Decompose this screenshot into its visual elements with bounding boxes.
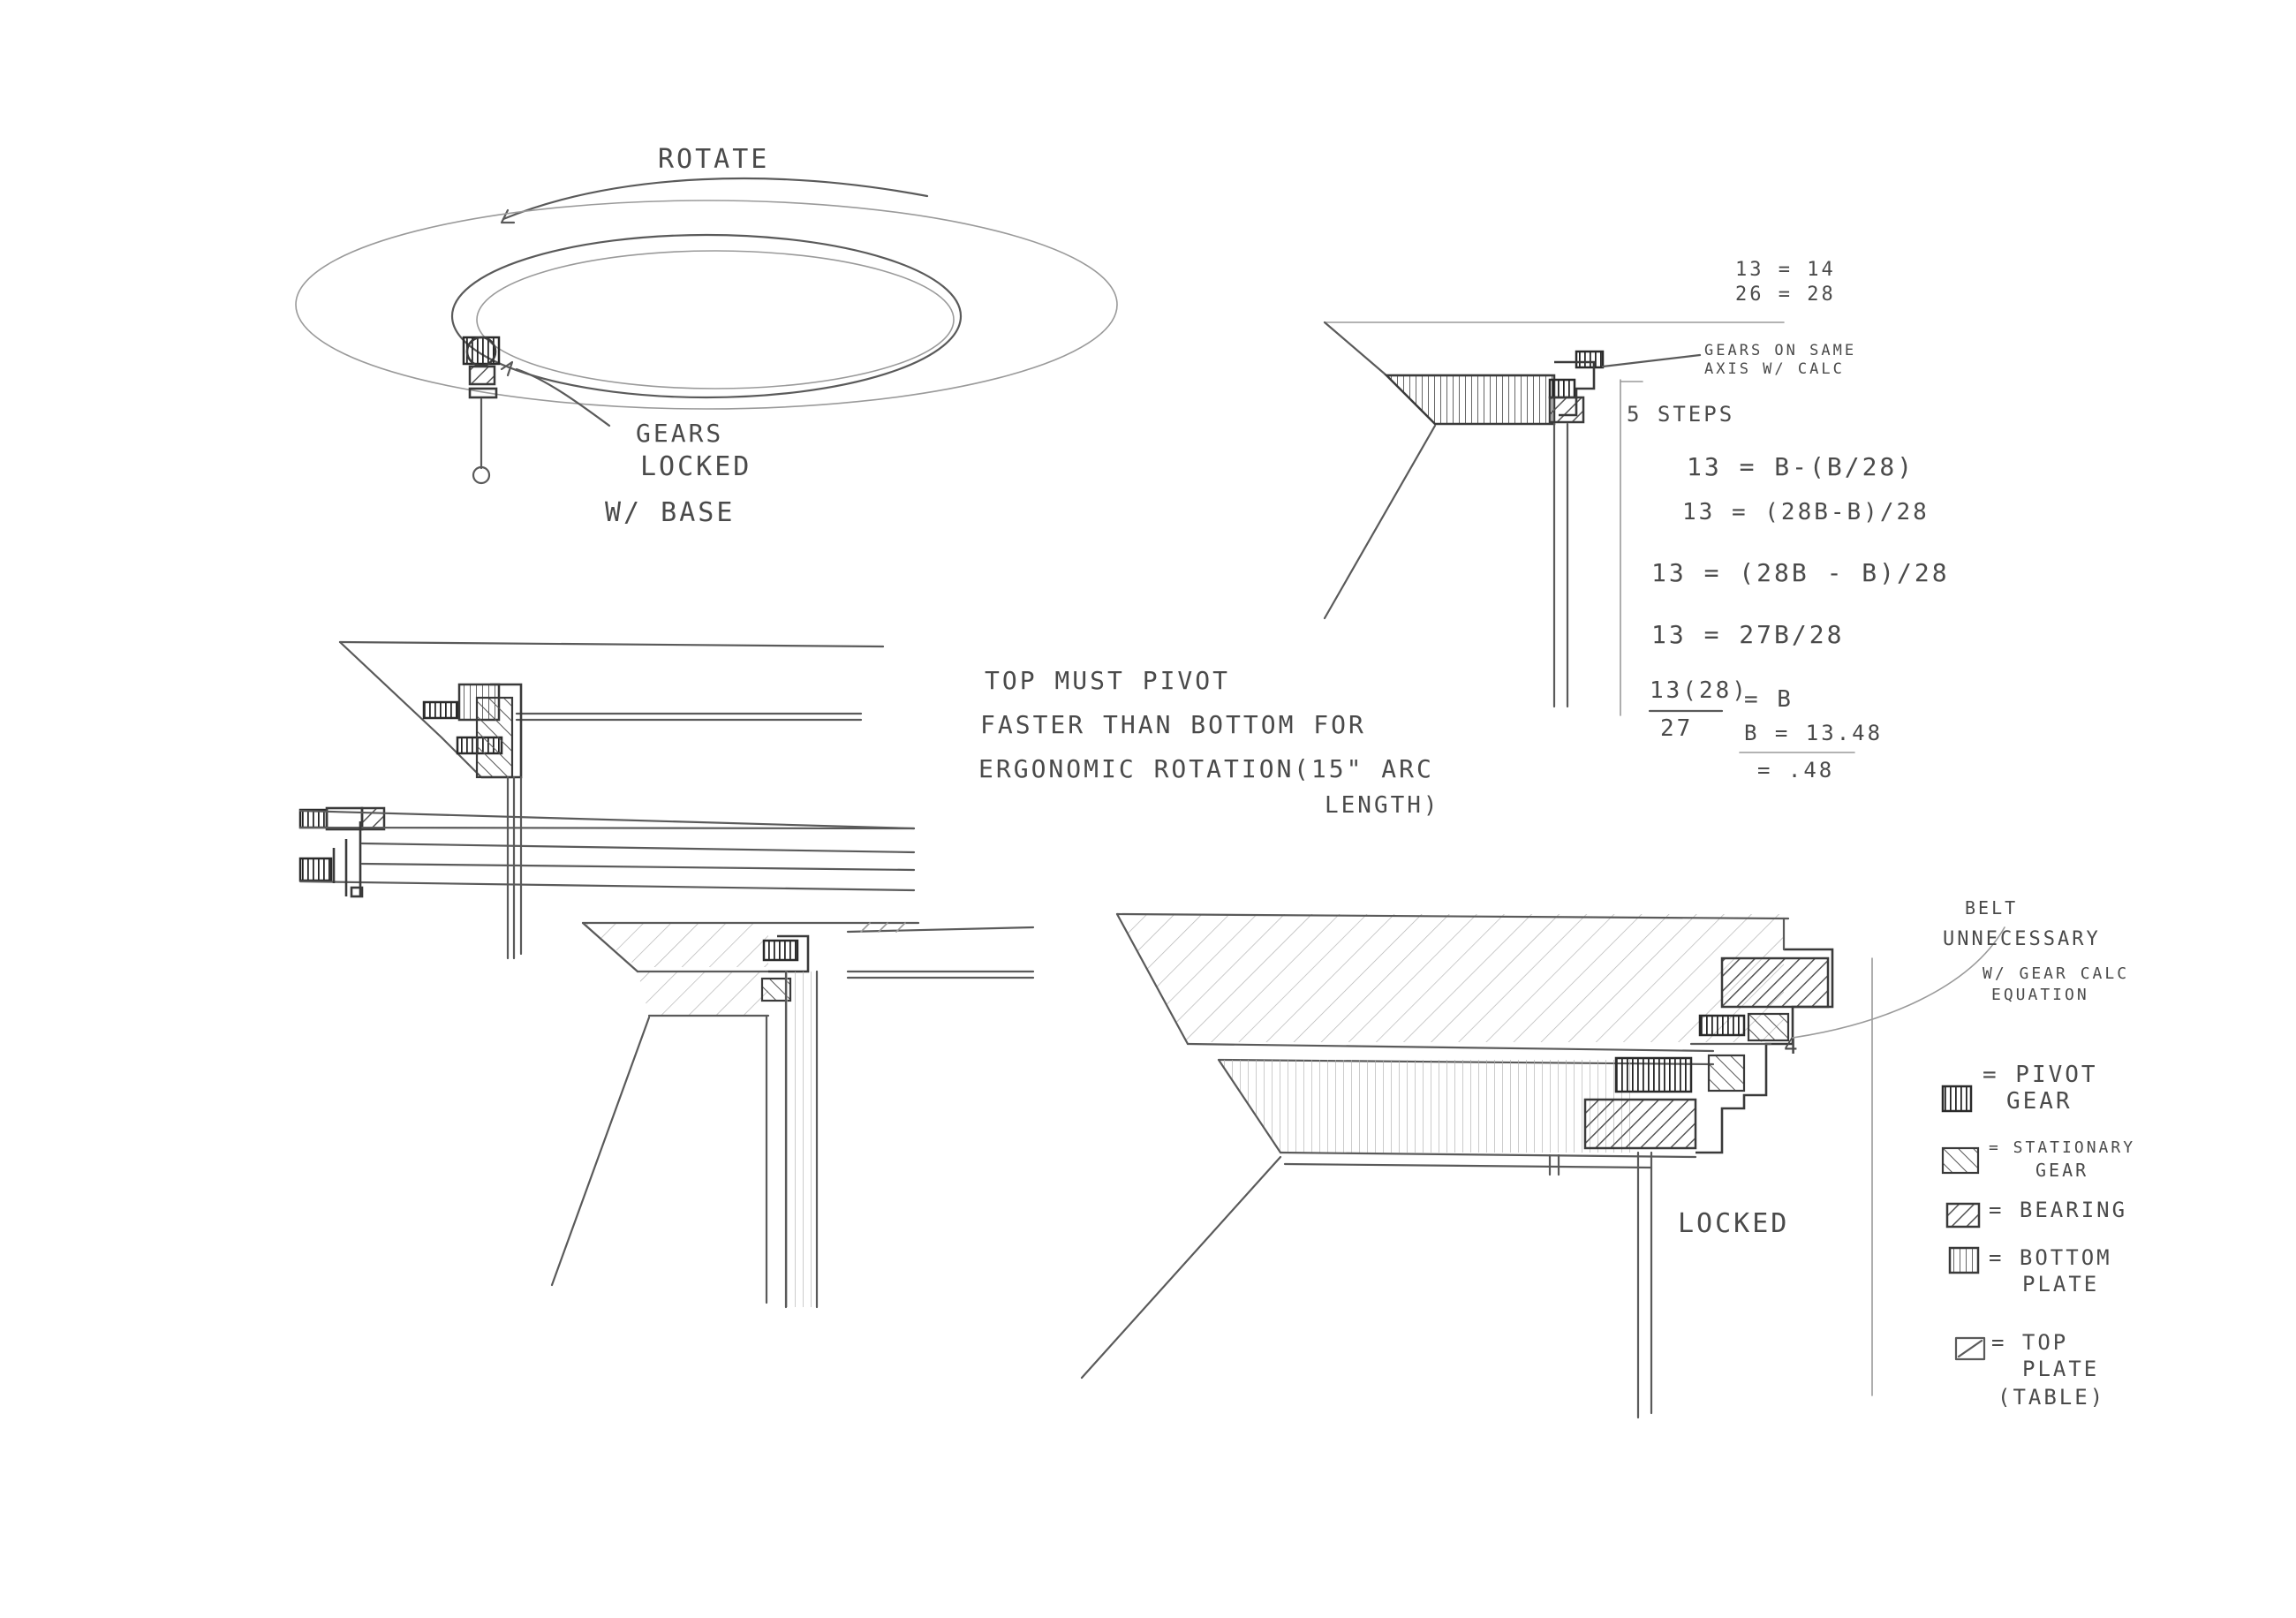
- with-base-label: W/ BASE: [605, 497, 735, 528]
- tabletop-inner-rim: [450, 233, 963, 399]
- locked-label-large: LOCKED: [1678, 1208, 1789, 1239]
- tabletop-inner-rim-2: [476, 250, 955, 389]
- pivot-foot: [472, 465, 491, 485]
- number-four-label: 4: [1784, 1033, 1801, 1060]
- sketch-rotating-table: ROTATE GEARS LOCKED W/ BASE: [295, 144, 1118, 528]
- legend: = PIVOT GEAR = STATIONARY GEAR = BEARING…: [1941, 1062, 2135, 1410]
- gears-label: GEARS: [636, 419, 723, 448]
- ratio-line-1: 13 = 14: [1735, 259, 1836, 281]
- belt-note-line-1: BELT: [1965, 897, 2018, 919]
- sketch-small-section: 13 = 14 26 = 28 GEARS ON SAME AXIS W/ CA…: [1323, 259, 1950, 783]
- calc-line-1: 13 = B-(B/28): [1687, 452, 1915, 481]
- belt-note-line-3: W/ GEAR CALC: [1983, 964, 2129, 983]
- legend-pivot-line-1: = PIVOT: [1983, 1062, 2098, 1088]
- legend-item-bottom-plate: = BOTTOM PLATE: [1948, 1245, 2112, 1297]
- top-plate-large: [1117, 914, 1784, 1042]
- legend-pivot-line-2: GEAR: [2006, 1088, 2073, 1115]
- legend-item-stationary-gear: = STATIONARY GEAR: [1941, 1138, 2135, 1181]
- calc-line-4: 13 = 27B/28: [1651, 620, 1844, 649]
- legend-stationary-line-2: GEAR: [2035, 1160, 2088, 1181]
- note-line-1: TOP MUST PIVOT: [985, 666, 1230, 695]
- ratio-line-2: 26 = 28: [1735, 284, 1836, 306]
- belt-note-line-2: UNNECESSARY: [1943, 928, 2101, 950]
- calc-line-8: B = 13.48: [1744, 721, 1883, 745]
- note-line-5: LENGTH): [1325, 792, 1440, 819]
- gears-note-line-2: AXIS W/ CALC: [1704, 360, 1845, 378]
- gears-note-line-1: GEARS ON SAME: [1704, 342, 1856, 359]
- gears-leader-line: [515, 367, 611, 427]
- legend-bottom-line-1: = BOTTOM: [1989, 1245, 2112, 1270]
- sketch-lower-section: [550, 921, 1035, 1309]
- bottom-plate-large: [1219, 1060, 1634, 1153]
- belt-note-leader: [1792, 926, 2005, 1039]
- belt-note-line-4: EQUATION: [1991, 986, 2089, 1004]
- top-plate-section-small: [583, 923, 768, 967]
- calc-line-6: = B: [1744, 686, 1794, 713]
- stepped-profile: [1696, 948, 1834, 1154]
- legend-stationary-line-1: = STATIONARY: [1989, 1138, 2135, 1157]
- calc-line-9: = .48: [1757, 758, 1834, 783]
- bottom-plate-section: [1383, 374, 1556, 426]
- gears-note-leader: [1601, 353, 1702, 368]
- legend-top-line-2: PLATE: [2022, 1357, 2099, 1381]
- legend-item-bearing: = BEARING: [1945, 1198, 2127, 1229]
- legend-item-pivot-gear: = PIVOT GEAR: [1941, 1062, 2098, 1115]
- bottom-plate-section-small: [638, 972, 768, 1016]
- gear-cluster: [462, 336, 514, 399]
- rotate-label: ROTATE: [658, 144, 769, 175]
- tabletop-outline: [295, 200, 1118, 410]
- design-note: TOP MUST PIVOT FASTER THAN BOTTOM FOR ER…: [978, 666, 1440, 819]
- legend-bearing-line-1: = BEARING: [1989, 1198, 2127, 1222]
- calc-line-3: 13 = (28B - B)/28: [1651, 558, 1950, 587]
- sketch-large-section: 4 LOCKED BELT UNNECESSARY W/ GEAR CALC E…: [1080, 897, 2129, 1419]
- rotate-arrow: [502, 177, 929, 221]
- legend-item-top-plate: = TOP PLATE (TABLE): [1954, 1330, 2105, 1410]
- bearing-block-top: [1720, 956, 1830, 1009]
- note-line-3: ERGONOMIC ROTATION: [978, 754, 1294, 783]
- calc-line-2: 13 = (28B-B)/28: [1682, 499, 1930, 525]
- bearing-block-bottom: [1583, 1098, 1697, 1150]
- locked-label: LOCKED: [640, 451, 751, 482]
- note-line-2: FASTER THAN BOTTOM FOR: [980, 710, 1366, 739]
- sketch-mid-section: [298, 640, 916, 960]
- note-line-4: (15" ARC: [1294, 754, 1434, 783]
- calc-line-5: 13(28): [1650, 677, 1748, 704]
- steps-label: 5 STEPS: [1627, 402, 1734, 427]
- legend-bottom-line-2: PLATE: [2022, 1272, 2099, 1297]
- legend-top-line-1: = TOP: [1991, 1330, 2068, 1355]
- calc-line-7: 27: [1660, 715, 1693, 742]
- legend-top-line-3: (TABLE): [1998, 1385, 2105, 1410]
- column-section: [786, 972, 817, 1307]
